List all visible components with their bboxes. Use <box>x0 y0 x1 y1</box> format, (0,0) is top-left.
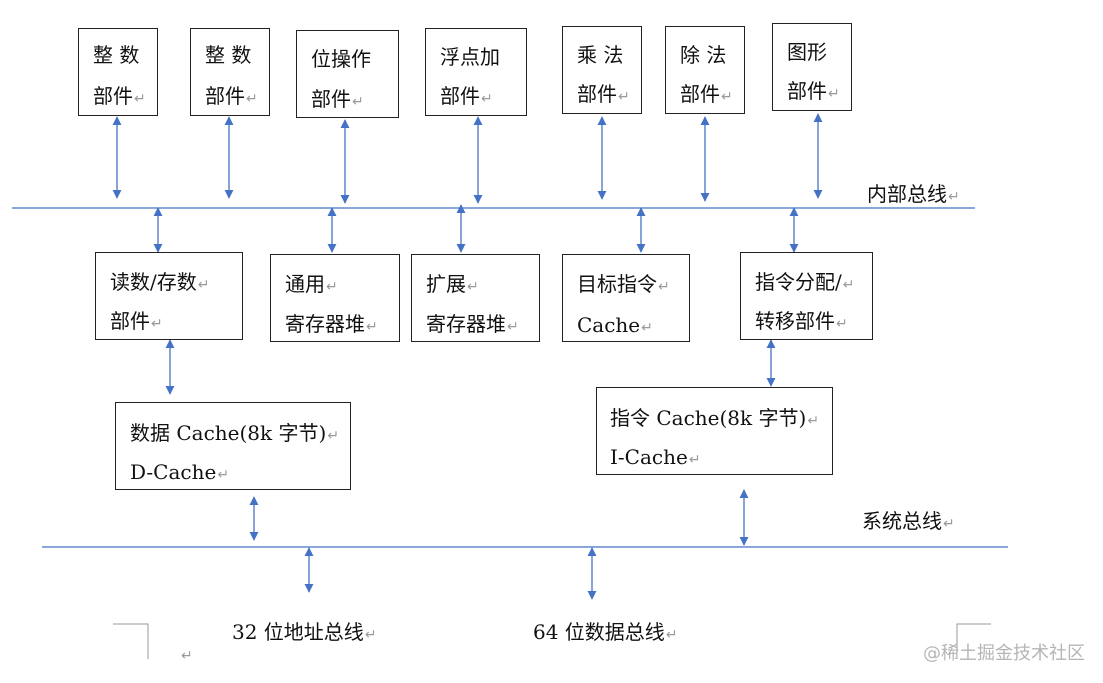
paragraph-mark: ↵ <box>943 516 955 532</box>
unit-target-instruction-cache: 目标指令↵ Cache↵ <box>562 254 690 342</box>
unit-label-line2: 部件 <box>205 84 245 108</box>
unit-label-line2: Cache <box>577 313 641 337</box>
paragraph-mark: ↵ <box>507 319 519 335</box>
unit-label-line1: 位操作 <box>311 47 371 71</box>
paragraph-mark: ↵ <box>948 189 960 205</box>
unit-label-line2: 部件 <box>311 87 351 111</box>
unit-label-line2: 寄存器堆 <box>285 312 365 336</box>
unit-label-line2: 部件 <box>577 82 617 106</box>
unit-label-line1: 整 数 <box>205 43 252 67</box>
unit-integer-2: 整 数 部件↵ <box>190 28 270 116</box>
paragraph-mark: ↵ <box>366 319 378 335</box>
instruction-cache-box: 指令 Cache(8k 字节)↵ I-Cache↵ <box>596 387 833 475</box>
paragraph-mark: ↵ <box>364 627 377 643</box>
page-corner-mark-right <box>956 623 991 659</box>
paragraph-mark: ↵ <box>618 89 630 105</box>
paragraph-mark: ↵ <box>658 279 670 295</box>
unit-graphics: 图形 部件↵ <box>772 23 852 111</box>
unit-label-line2: 部件 <box>110 309 150 333</box>
paragraph-mark: ↵ <box>641 320 653 336</box>
unit-integer-1: 整 数 部件↵ <box>78 28 158 116</box>
cache-label-line1: 数据 Cache(8k 字节) <box>130 421 327 445</box>
unit-label-line1: 通用 <box>285 272 325 296</box>
unit-label-line1: 浮点加 <box>440 45 500 69</box>
unit-load-store: 读数/存数↵ 部件↵ <box>95 252 243 340</box>
unit-label-line2: 部件 <box>93 84 133 108</box>
unit-extended-registers: 扩展↵ 寄存器堆↵ <box>411 254 540 342</box>
unit-dispatch-branch: 指令分配/↵ 转移部件↵ <box>740 252 873 340</box>
unit-label-line1: 除 法 <box>680 43 727 67</box>
unit-label-line1: 乘 法 <box>577 43 624 67</box>
unit-label-line2: 部件 <box>440 84 480 108</box>
unit-label-line1: 扩展 <box>426 272 466 296</box>
unit-label-line2: 部件 <box>787 79 827 103</box>
unit-float-add: 浮点加 部件↵ <box>425 28 527 116</box>
data-cache-box: 数据 Cache(8k 字节)↵ D-Cache↵ <box>115 402 351 490</box>
unit-label-line2: 部件 <box>680 82 720 106</box>
paragraph-mark: ↵ <box>246 91 258 107</box>
paragraph-mark: ↵ <box>836 316 848 332</box>
internal-bus-label: 内部总线↵ <box>867 182 960 206</box>
data-bus-label: 64 位数据总线↵ <box>533 620 678 644</box>
unit-label-line1: 指令分配/ <box>755 270 842 294</box>
paragraph-mark: ↵ <box>352 94 364 110</box>
cache-label-line2: D-Cache <box>130 460 217 484</box>
unit-label-line2: 转移部件 <box>755 309 835 333</box>
watermark: @稀土掘金技术社区 <box>923 643 1085 664</box>
page-corner-mark-left <box>113 623 149 659</box>
address-bus-label: 32 位地址总线↵ <box>232 620 377 644</box>
paragraph-mark: ↵ <box>467 279 479 295</box>
paragraph-mark: ↵ <box>828 86 840 102</box>
unit-divide: 除 法 部件↵ <box>665 26 745 114</box>
cache-label-line1: 指令 Cache(8k 字节) <box>610 406 807 430</box>
paragraph-mark: ↵ <box>181 648 193 664</box>
system-bus-label: 系统总线↵ <box>862 509 955 533</box>
paragraph-mark: ↵ <box>481 91 493 107</box>
paragraph-mark: ↵ <box>151 316 163 332</box>
unit-label-line1: 图形 <box>787 40 827 64</box>
unit-label-line1: 目标指令 <box>577 272 657 296</box>
paragraph-mark: ↵ <box>721 89 733 105</box>
unit-label-line2: 寄存器堆 <box>426 312 506 336</box>
paragraph-mark: ↵ <box>197 277 210 293</box>
paragraph-mark: ↵ <box>134 91 146 107</box>
unit-label-line1: 读数/存数 <box>110 270 197 294</box>
unit-general-registers: 通用↵ 寄存器堆↵ <box>270 254 400 342</box>
unit-label-line1: 整 数 <box>93 43 140 67</box>
paragraph-mark: ↵ <box>688 452 701 468</box>
cache-label-line2: I-Cache <box>610 445 688 469</box>
unit-bit-operation: 位操作 部件↵ <box>296 30 399 118</box>
unit-multiply: 乘 法 部件↵ <box>562 26 642 114</box>
paragraph-mark: ↵ <box>665 627 678 643</box>
paragraph-mark: ↵ <box>217 467 230 483</box>
paragraph-mark: ↵ <box>807 413 820 429</box>
paragraph-mark: ↵ <box>842 277 855 293</box>
paragraph-mark: ↵ <box>326 279 338 295</box>
paragraph-mark: ↵ <box>327 428 340 444</box>
